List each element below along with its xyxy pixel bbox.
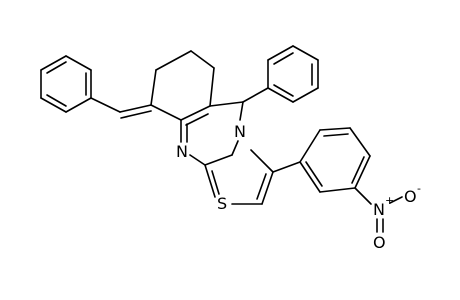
atom-label-o-top: O: [404, 187, 417, 206]
nitrophenyl-ring: [272, 127, 371, 193]
bond: [119, 104, 152, 113]
bond: [65, 97, 92, 113]
thiazole-ring: [204, 149, 274, 205]
bond-double: [211, 170, 220, 195]
pyrimidine-ring: [180, 101, 244, 166]
bond-inner: [46, 61, 67, 74]
bond-inner: [351, 156, 365, 184]
bond: [389, 196, 403, 204]
bond: [65, 55, 92, 71]
atom-label-s: S: [217, 194, 227, 213]
bond-inner: [273, 84, 294, 97]
bond: [204, 164, 216, 198]
bond: [239, 101, 244, 121]
bond: [190, 50, 215, 69]
charge-label-n-plus: +: [385, 194, 394, 207]
bond: [267, 87, 294, 103]
bond: [204, 154, 233, 166]
nitro-group: [354, 187, 403, 233]
bond-double: [185, 113, 209, 126]
bond: [209, 67, 215, 107]
bond: [40, 55, 67, 71]
charge-label-o-minus: -: [417, 182, 421, 195]
atom-label-o-bottom: O: [373, 233, 386, 252]
bond: [209, 101, 244, 107]
bond: [40, 97, 67, 113]
bond: [250, 149, 274, 173]
bond-inner: [46, 94, 67, 107]
bond: [319, 187, 356, 193]
bond: [261, 171, 274, 205]
atom-label-n-ring: N: [176, 142, 188, 161]
bond: [155, 50, 192, 71]
bond: [319, 127, 351, 131]
bond: [299, 129, 321, 163]
bond-inner: [273, 52, 294, 65]
bond: [292, 45, 319, 61]
bond: [292, 87, 319, 103]
atom-label-n-bridge: N: [234, 122, 246, 141]
bond-double: [256, 173, 267, 200]
bond: [354, 155, 371, 189]
bond-inner: [305, 161, 323, 187]
bond-double: [120, 110, 152, 119]
bond: [272, 161, 301, 173]
bond: [267, 45, 294, 61]
phenyl-ring: [242, 45, 319, 103]
bond: [299, 161, 321, 193]
bond: [180, 105, 211, 121]
bond: [231, 140, 239, 156]
atom-labels: N N S N + O - O: [176, 122, 421, 252]
atom-label-n-nitro: N: [373, 200, 385, 219]
benzylidene-linker: [90, 97, 152, 119]
bond: [242, 87, 269, 103]
bond: [349, 127, 371, 157]
bond: [90, 97, 121, 113]
bond: [150, 104, 182, 121]
benzylidene-phenyl-ring: [40, 55, 92, 113]
bond-inner: [323, 133, 349, 137]
bond: [189, 154, 206, 166]
bond: [354, 187, 372, 205]
bond: [150, 69, 157, 106]
cyclohexane-ring: [150, 50, 215, 126]
